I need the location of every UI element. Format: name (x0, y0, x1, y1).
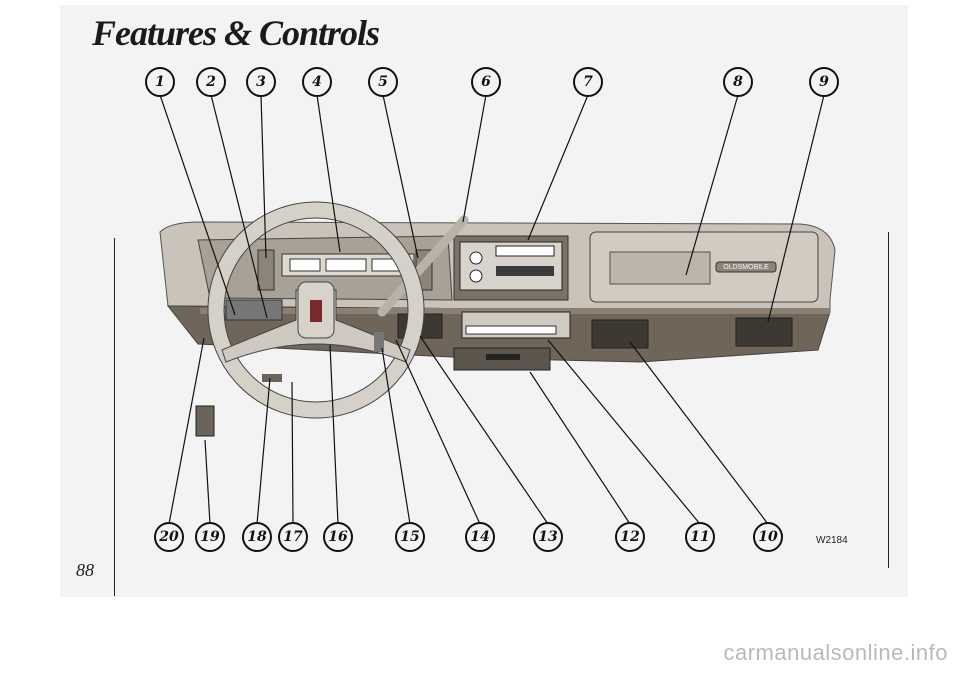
callout-number-10: 10 (758, 529, 778, 545)
callout-circle-11 (685, 522, 715, 552)
callout-circle-14 (465, 522, 495, 552)
ashtray-handle (486, 354, 520, 360)
horn-emblem (310, 300, 322, 322)
callout-number-4: 4 (312, 74, 322, 90)
callout-circle-6 (471, 67, 501, 97)
climate-buttons (465, 325, 557, 335)
figure-code: W2184 (816, 535, 848, 546)
callout-number-16: 16 (328, 529, 348, 545)
callout-number-2: 2 (205, 74, 216, 90)
glovebox-recess (609, 251, 711, 285)
callout-number-20: 20 (158, 529, 179, 545)
right-margin-rule (888, 232, 889, 568)
turn-signal-lever (377, 215, 469, 317)
steering-wheel-outline (207, 201, 425, 419)
callout-circle-19 (195, 522, 225, 552)
hood-release (195, 405, 215, 437)
callout-number-1: 1 (155, 74, 165, 90)
callout-number-18: 18 (247, 529, 267, 545)
callout-circle-9 (809, 67, 839, 97)
callout-circle-7 (573, 67, 603, 97)
callout-number-3: 3 (256, 74, 266, 90)
callout-number-17: 17 (283, 529, 303, 545)
callout-circle-4 (302, 67, 332, 97)
callout-number-12: 12 (620, 529, 640, 545)
radio-left-knob (469, 251, 483, 265)
callout-number-6: 6 (481, 74, 491, 90)
callout-circle-8 (723, 67, 753, 97)
radio-right-knob (469, 269, 483, 283)
callout-number-5: 5 (378, 74, 388, 90)
callout-circle-18 (242, 522, 272, 552)
callout-circle-13 (533, 522, 563, 552)
callout-circle-12 (615, 522, 645, 552)
callout-number-11: 11 (690, 529, 709, 545)
cluster-window-left (289, 258, 321, 272)
callout-number-19: 19 (200, 529, 220, 545)
steering-wheel-inner (223, 217, 409, 403)
callout-number-13: 13 (538, 529, 558, 545)
page-title: Features & Controls (92, 13, 380, 53)
cruise-control-slider (374, 332, 384, 352)
right-vent (735, 317, 793, 347)
top-callouts: 1 2 3 4 5 6 7 8 9 (145, 67, 839, 97)
page-number: 88 (76, 560, 94, 580)
callout-number-7: 7 (583, 74, 593, 90)
callout-circle-20 (154, 522, 184, 552)
callout-leader-lines (159, 94, 825, 525)
callout-circle-10 (753, 522, 783, 552)
tilt-lever (262, 374, 282, 382)
callout-circle-16 (323, 522, 353, 552)
callout-circle-3 (246, 67, 276, 97)
callout-number-15: 15 (400, 529, 419, 545)
callout-circle-2 (196, 67, 226, 97)
callout-circle-5 (368, 67, 398, 97)
center-vent (591, 319, 649, 349)
radio-display (495, 245, 555, 257)
watermark: carmanualsonline.info (723, 640, 948, 665)
cassette-slot (496, 266, 554, 276)
callout-number-9: 9 (819, 74, 829, 90)
callout-circle-17 (278, 522, 308, 552)
headlamp-switch (225, 299, 283, 321)
callout-circle-15 (395, 522, 425, 552)
steering-wheel (208, 202, 424, 418)
callout-number-8: 8 (733, 74, 743, 90)
callout-circle-1 (145, 67, 175, 97)
left-margin-rule (114, 238, 115, 596)
cluster-window-center (325, 258, 367, 272)
bottom-callouts: 20 19 18 17 16 15 14 13 12 11 10 (154, 522, 783, 552)
glovebox-badge: OLDSMOBILE (723, 264, 769, 271)
callout-number-14: 14 (470, 529, 489, 545)
glovebox-badge-plate (715, 261, 777, 273)
lower-trim-strip (200, 308, 830, 314)
